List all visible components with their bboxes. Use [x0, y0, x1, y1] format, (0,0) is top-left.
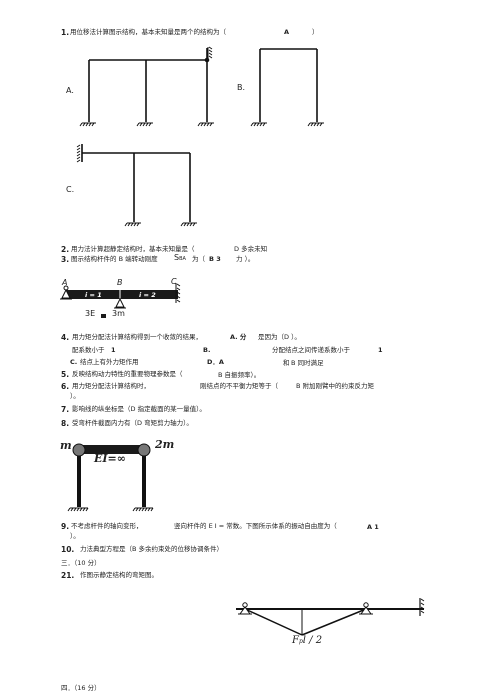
q4-line2-a: C.: [70, 358, 78, 366]
q4-line1-c: B.: [203, 346, 211, 354]
moment-diagram: [236, 598, 425, 636]
q1-close: ）: [312, 28, 319, 36]
supports-c: [76, 144, 197, 227]
q4-line1-e: 1: [378, 346, 383, 354]
q4-line2-d: 和: [283, 359, 290, 367]
q5-number: 5.: [61, 370, 70, 379]
q6-mid: 刚结点的不平衡力矩等于（: [200, 382, 278, 390]
frame-b: [259, 48, 318, 122]
frame-mass-right: 2m: [155, 438, 175, 451]
q21-number: 21.: [61, 571, 75, 580]
q4-answer: A. 分: [230, 333, 247, 341]
q8-number: 8.: [61, 419, 70, 428]
q2-text: 用力法计算超静定结构时，基本未知量是（: [71, 245, 195, 253]
beam-label-b: B: [117, 278, 123, 287]
q9-answer: A 1: [367, 523, 379, 531]
dynamic-frame: [67, 443, 154, 512]
q4-line1-a: 配系数小于: [72, 346, 105, 354]
q1-number: 1.: [61, 28, 70, 37]
q1-label-a: A.: [66, 86, 74, 95]
section-four-heading: 四．（16 分）: [61, 684, 101, 692]
q4-line1-d: 分配结点之间传递系数小于: [272, 346, 350, 354]
q9-mid: 竖向杆件的 E I = 常数。下图所示体系的振动自由度为（: [174, 522, 337, 530]
beam-stiffness-1: i = 1: [85, 291, 102, 299]
q3-number: 3.: [61, 255, 70, 264]
q3-answer: B 3: [209, 255, 221, 263]
q10-text: 力法典型方程是（B 多余约束处的位移协调条件）: [80, 545, 224, 553]
beam-label-c: C: [171, 277, 177, 286]
q9-number: 9.: [61, 522, 70, 531]
beam-diagram: [60, 283, 181, 318]
q4-mid: 是因为（D ）。: [258, 333, 301, 341]
moment-label: Fpl / 2: [292, 635, 323, 646]
q8-text: 受弯杆件截面内力有（D 弯矩剪力轴力）。: [72, 419, 193, 427]
q7-number: 7.: [61, 405, 70, 414]
beam-stiffness-2: i = 2: [139, 291, 156, 299]
q2-answer-cont: 力 ）。: [236, 255, 255, 263]
beam-span-2: 3m: [112, 309, 125, 318]
frame-c: [81, 144, 191, 222]
q6-number: 6.: [61, 382, 70, 391]
q21-text: 作图示静定结构的弯矩图。: [80, 571, 158, 579]
supports-a: [79, 46, 214, 127]
q3-symbol: SBA: [174, 253, 186, 263]
q1-label-b: B.: [237, 83, 246, 92]
q4-line2-b: 结点上有外力矩作用: [80, 358, 139, 366]
q6-close: ）。: [70, 392, 80, 400]
q7-text: 影响线的纵坐标是（D 指定截面的某一量值）。: [72, 405, 206, 413]
q5-answer: B 自振频率）。: [218, 371, 261, 379]
beam-span-1: 3E: [85, 309, 96, 318]
frame-rigidity: EI=∞: [94, 452, 126, 465]
q1-answer: A: [284, 28, 290, 36]
q4-number: 4.: [61, 333, 70, 342]
q3-text: 图示结构杆件的 B 端转动刚度: [71, 255, 158, 263]
frame-a: [88, 48, 208, 122]
q4-line2-e: B 同时满足: [291, 359, 324, 367]
q2-answer: D 多余未知: [234, 245, 268, 253]
frame-mass-left: m: [60, 439, 72, 452]
q9-close: ）。: [70, 532, 80, 540]
q2-number: 2.: [61, 245, 70, 254]
section-three-heading: 三．（10 分）: [61, 559, 101, 567]
q6-text: 用力矩分配法计算结构时，: [72, 382, 150, 390]
q9-text: 不考虑杆件的轴向变形，: [71, 522, 143, 530]
q3-tail: 为（: [192, 255, 205, 263]
beam-label-a: A: [62, 278, 68, 287]
q10-number: 10.: [61, 545, 75, 554]
q1-label-c: C.: [66, 185, 75, 194]
q5-text: 反映结构动力特性的重要物理参数是（: [72, 370, 183, 378]
supports-b: [250, 122, 324, 127]
q1-text: 用位移法计算图示结构，基本未知量是两个的结构为（: [70, 28, 226, 36]
q6-answer: B 附加刚臂中的约束反力矩: [296, 382, 375, 390]
q4-line2-c: D．A: [207, 358, 224, 366]
q4-line1-b: 1: [111, 346, 116, 354]
q4-text: 用力矩分配法计算结构得到一个收敛的结果，: [72, 333, 202, 341]
